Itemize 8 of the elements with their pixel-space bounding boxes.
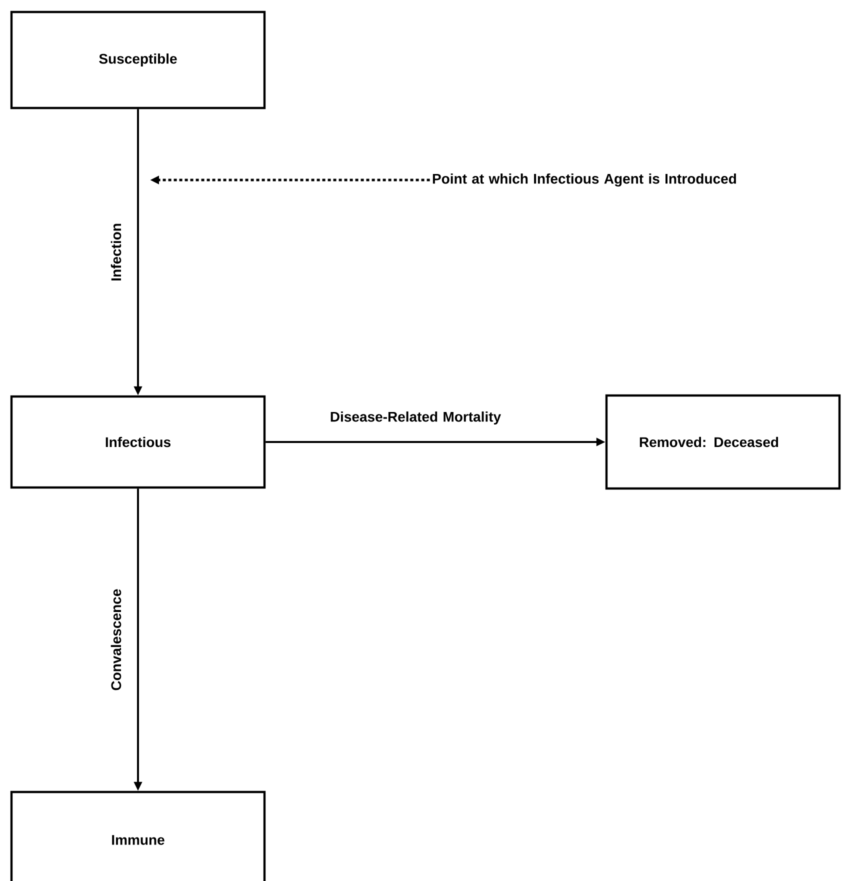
state-box: Removed: Deceased <box>605 394 841 490</box>
edge-label: Convalescence <box>110 589 122 690</box>
state-box: Susceptible <box>10 10 266 110</box>
edge-label: Infection <box>110 224 122 280</box>
annotation-text: Point at which Infectious Agent is Introduced <box>432 173 736 187</box>
state-box: Immune <box>10 790 266 881</box>
state-box: Infectious <box>10 395 266 489</box>
edge-label: Disease-Related Mortality <box>330 411 501 425</box>
